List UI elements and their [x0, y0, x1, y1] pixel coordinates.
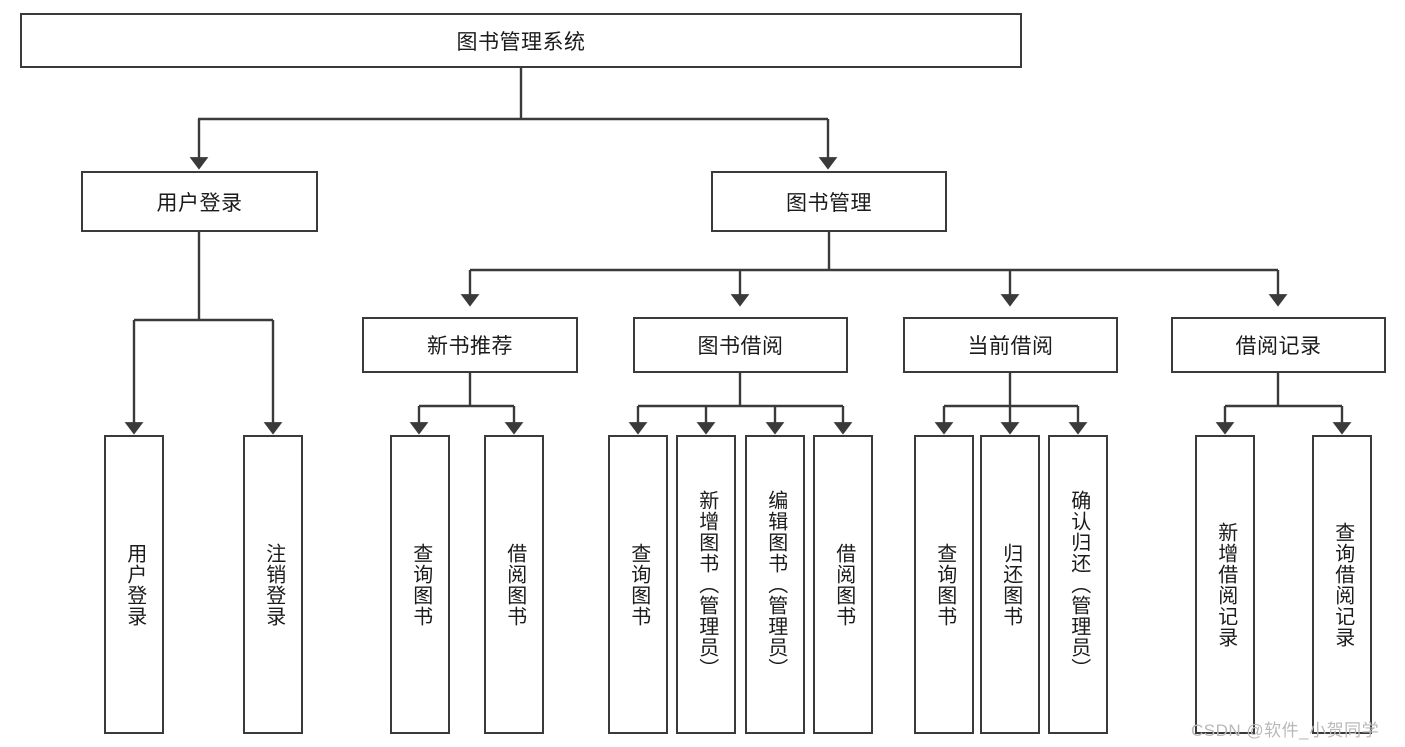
node-current-borrow[interactable]: 当前借阅	[903, 317, 1118, 373]
node-label: 用户登录	[156, 191, 243, 215]
leaf-user-login-login[interactable]: 用户登录	[104, 435, 164, 734]
leaf-current-query-book[interactable]: 查询图书	[914, 435, 974, 734]
node-label: 借阅图书	[503, 542, 526, 627]
leaf-borrow-edit-book-admin[interactable]: 编辑图书（管理员）	[745, 435, 805, 734]
node-book-borrow[interactable]: 图书借阅	[633, 317, 848, 373]
csdn-watermark: CSDN @软件_小贺同学	[1191, 721, 1380, 740]
node-label: 归还图书	[999, 542, 1022, 627]
node-label: 查询图书	[409, 542, 432, 627]
node-user-login[interactable]: 用户登录	[81, 171, 318, 232]
node-label: 注销登录	[262, 542, 285, 627]
leaf-borrow-borrow-book[interactable]: 借阅图书	[813, 435, 873, 734]
node-label: 查询图书	[627, 542, 650, 627]
node-label: 借阅图书	[832, 542, 855, 627]
node-label: 图书管理系统	[456, 30, 586, 54]
node-label: 用户登录	[123, 542, 146, 627]
node-root-system[interactable]: 图书管理系统	[20, 13, 1022, 68]
node-label: 当前借阅	[967, 335, 1054, 358]
node-label: 图书管理	[786, 191, 872, 215]
leaf-recommend-query-book[interactable]: 查询图书	[390, 435, 450, 734]
node-label: 确认归还（管理员）	[1067, 490, 1090, 679]
node-label: 查询图书	[933, 542, 956, 627]
node-label: 查询借阅记录	[1331, 521, 1354, 648]
node-label: 编辑图书（管理员）	[764, 490, 787, 679]
node-label: 新书推荐	[427, 335, 513, 358]
node-book-management[interactable]: 图书管理	[711, 171, 947, 232]
node-label: 图书借阅	[697, 335, 784, 358]
leaf-current-confirm-return-admin[interactable]: 确认归还（管理员）	[1048, 435, 1108, 734]
leaf-current-return-book[interactable]: 归还图书	[980, 435, 1040, 734]
leaf-records-add-record[interactable]: 新增借阅记录	[1195, 435, 1255, 734]
node-label: 借阅记录	[1235, 335, 1322, 358]
leaf-recommend-borrow-book[interactable]: 借阅图书	[484, 435, 544, 734]
leaf-user-login-logout[interactable]: 注销登录	[243, 435, 303, 734]
node-label: 新增借阅记录	[1214, 521, 1237, 648]
leaf-borrow-add-book-admin[interactable]: 新增图书（管理员）	[676, 435, 736, 734]
node-label: 新增图书（管理员）	[695, 490, 718, 679]
leaf-records-query-record[interactable]: 查询借阅记录	[1312, 435, 1372, 734]
leaf-borrow-query-book[interactable]: 查询图书	[608, 435, 668, 734]
node-new-book-recommend[interactable]: 新书推荐	[362, 317, 578, 373]
node-borrow-records[interactable]: 借阅记录	[1171, 317, 1386, 373]
